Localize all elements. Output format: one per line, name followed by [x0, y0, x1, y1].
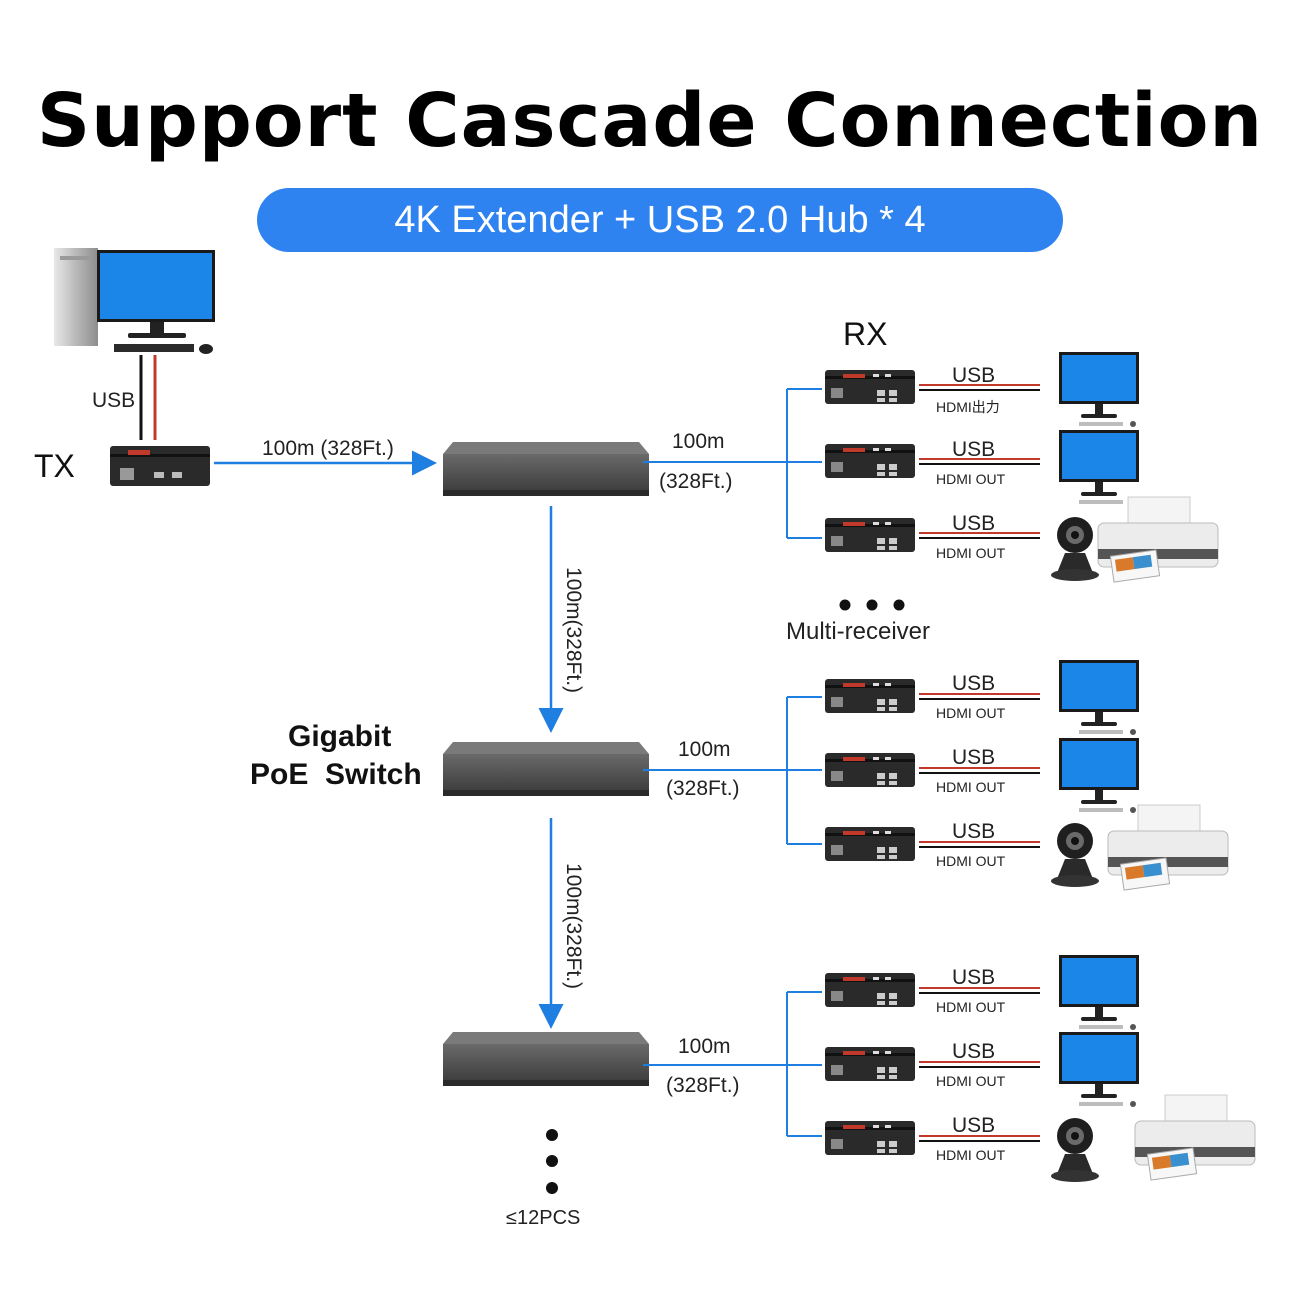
printer-icon	[1134, 1094, 1256, 1181]
usb-label: USB	[952, 364, 996, 387]
hdmi-label: HDMI OUT	[936, 853, 1006, 869]
hdmi-label: HDMI OUT	[936, 705, 1006, 721]
page-title: Support Cascade Connection	[36, 78, 1264, 164]
hdmi-label: HDMI OUT	[936, 1073, 1006, 1089]
rx-extender-icon	[825, 1121, 915, 1155]
hdmi-label: HDMI OUT	[936, 545, 1006, 561]
ellipsis-vertical-icon	[546, 1129, 558, 1194]
hdmi-label: HDMI OUT	[936, 1147, 1006, 1163]
printer-icon	[1107, 804, 1229, 891]
usb-label: USB	[952, 512, 996, 535]
subtitle-banner: 4K Extender + USB 2.0 Hub * 4	[257, 188, 1063, 252]
switch-label-line1: Gigabit	[288, 720, 392, 753]
monitor-icon	[1059, 352, 1139, 427]
usb-cable-label: USB	[92, 389, 136, 412]
webcam-icon	[1051, 1118, 1099, 1182]
switch-label-line2: PoE Switch	[250, 758, 422, 791]
link-label-top: 100m	[678, 738, 731, 761]
monitor-icon	[1059, 738, 1139, 813]
hdmi-label: HDMI出力	[936, 399, 1000, 415]
monitor-icon	[1059, 955, 1139, 1030]
poe-switch-icon	[443, 442, 649, 496]
usb-label: USB	[952, 966, 996, 989]
monitor-icon	[1059, 1032, 1139, 1107]
tx-link-label: 100m (328Ft.)	[262, 437, 394, 460]
hdmi-label: HDMI OUT	[936, 471, 1006, 487]
rx-extender-icon	[825, 753, 915, 787]
rx-extender-icon	[825, 370, 915, 404]
hdmi-label: HDMI OUT	[936, 999, 1006, 1015]
link-label-top: 100m	[678, 1035, 731, 1058]
usb-label: USB	[952, 1040, 996, 1063]
monitor-icon	[1059, 430, 1139, 505]
usb-label: USB	[952, 672, 996, 695]
usb-label: USB	[952, 1114, 996, 1137]
printer-icon	[1097, 496, 1219, 583]
tx-extender-icon	[110, 446, 210, 486]
tx-label: TX	[34, 448, 75, 484]
rx-label: RX	[843, 316, 888, 352]
rx-extender-icon	[825, 518, 915, 552]
usb-label: USB	[952, 438, 996, 461]
ellipsis-horizontal-icon	[839, 599, 905, 611]
link-label-bottom: (328Ft.)	[666, 777, 740, 800]
rx-extender-icon	[825, 444, 915, 478]
usb-label: USB	[952, 746, 996, 769]
poe-switch-icon	[443, 742, 649, 796]
multi-receiver-label: Multi-receiver	[786, 618, 931, 645]
monitor-icon	[1059, 660, 1139, 735]
rx-extender-icon	[825, 679, 915, 713]
cascade-link-label: 100m(328Ft.)	[562, 862, 585, 990]
usb-label: USB	[952, 820, 996, 843]
link-label-top: 100m	[672, 430, 725, 453]
rx-extender-icon	[825, 1047, 915, 1081]
computer-icon	[54, 248, 215, 354]
rx-extender-icon	[825, 973, 915, 1007]
rx-extender-icon	[825, 827, 915, 861]
poe-switch-icon	[443, 1032, 649, 1086]
hdmi-label: HDMI OUT	[936, 779, 1006, 795]
webcam-icon	[1051, 517, 1099, 581]
webcam-icon	[1051, 823, 1099, 887]
cascade-limit-label: ≤12PCS	[506, 1207, 581, 1229]
link-label-bottom: (328Ft.)	[659, 470, 733, 493]
cascade-link-label: 100m(328Ft.)	[562, 566, 585, 694]
link-label-bottom: (328Ft.)	[666, 1074, 740, 1097]
